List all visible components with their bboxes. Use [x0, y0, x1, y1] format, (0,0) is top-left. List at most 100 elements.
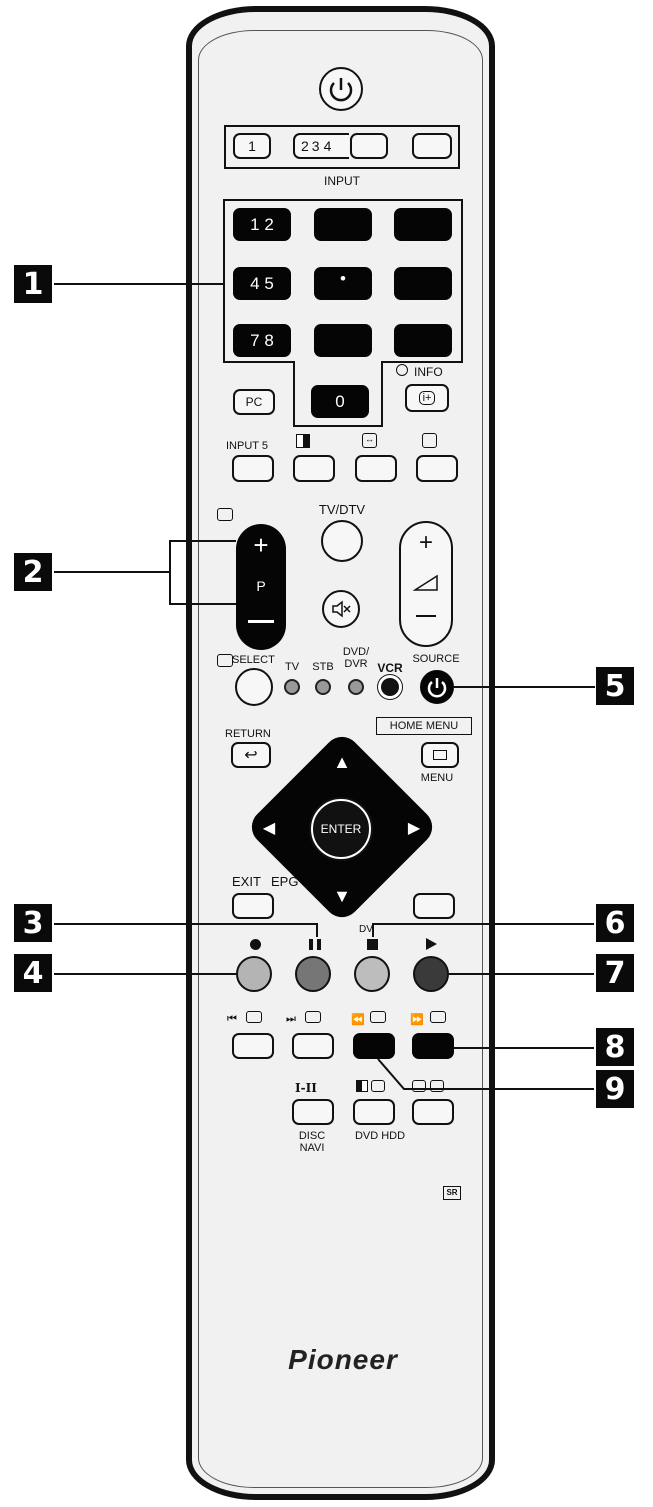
record-icon: [250, 939, 261, 950]
power-button[interactable]: [319, 67, 363, 111]
size-icon-2: [430, 1080, 444, 1092]
rewind-button[interactable]: [353, 1033, 395, 1059]
callout-6-leader-v: [372, 923, 374, 937]
number-key-4[interactable]: [394, 208, 452, 241]
dvd-dvr-indicator: [348, 679, 364, 695]
tv-dtv-button[interactable]: [321, 520, 363, 562]
callout-6: 6: [596, 904, 634, 942]
epg-label: EPG: [271, 874, 299, 889]
screen-in-screen-icon: [422, 433, 437, 448]
home-menu-button[interactable]: [421, 742, 459, 768]
remote-body-inner-outline: [198, 30, 483, 1488]
callout-4-leader: [54, 973, 236, 975]
number-key-1-2[interactable]: 1 2: [233, 208, 291, 241]
channel-down-minus[interactable]: [248, 620, 274, 623]
input5-label: INPUT 5: [226, 440, 268, 452]
input-label: INPUT: [324, 174, 360, 188]
freeze-button[interactable]: [416, 455, 458, 482]
number-key-9[interactable]: [314, 324, 372, 357]
number-key-3[interactable]: [314, 208, 372, 241]
disc-navi-label: DISC NAVI: [298, 1130, 326, 1154]
vcr-indicator-lit: [381, 678, 399, 696]
number-key-10[interactable]: [394, 324, 452, 357]
callout-3-leader-v: [316, 923, 318, 937]
select-button[interactable]: [235, 668, 273, 706]
channel-rocker[interactable]: + P: [236, 524, 286, 650]
volume-down-minus[interactable]: [416, 615, 436, 617]
input-2-label: 2: [301, 138, 309, 154]
home-menu-frame: [376, 717, 472, 735]
stb-label: STB: [312, 661, 334, 673]
return-button[interactable]: ↩: [231, 742, 271, 768]
number-key-0[interactable]: 0: [311, 385, 369, 418]
volume-up-plus[interactable]: +: [418, 529, 433, 556]
hold-icon: [371, 1080, 385, 1092]
volume-rocker[interactable]: +: [399, 521, 453, 647]
display-mode-button[interactable]: [293, 455, 335, 482]
teletext-info-icon: [370, 1011, 386, 1023]
channel-up-plus[interactable]: +: [253, 530, 269, 560]
info-icon: i+: [418, 391, 436, 405]
audio-i-ii-label: I-II: [295, 1081, 317, 1095]
half-screen-icon: [356, 1080, 368, 1092]
exit-label: EXIT: [232, 874, 261, 889]
number-keypad-outline: [54, 199, 463, 427]
rewind-icon: ⏪: [351, 1014, 365, 1026]
skip-back-button[interactable]: [232, 1033, 274, 1059]
input-button-panel: [224, 125, 460, 169]
dpad-left-arrow[interactable]: ◀: [262, 820, 276, 837]
disc-navi-button[interactable]: [292, 1099, 334, 1125]
number-key-4-5[interactable]: 4 5: [233, 267, 291, 300]
source-power-button[interactable]: [420, 670, 454, 704]
dv-label: DV: [359, 924, 373, 935]
teletext-icon: [430, 1011, 446, 1023]
skip-forward-icon: ⏭: [286, 1013, 296, 1025]
input-3-label: 3: [311, 138, 320, 154]
pc-button[interactable]: PC: [233, 389, 275, 415]
dpad-down-arrow[interactable]: ▼: [333, 886, 351, 906]
callout-3: 3: [14, 904, 52, 942]
enter-label: ENTER: [320, 822, 362, 836]
enter-button[interactable]: ENTER: [311, 799, 371, 859]
input-2-button[interactable]: 2 3 4: [293, 133, 349, 159]
info-button[interactable]: i+: [405, 384, 449, 412]
yellow-stop-button[interactable]: [354, 956, 390, 992]
number-key-7-8[interactable]: 7 8: [233, 324, 291, 357]
input-4-button[interactable]: [412, 133, 452, 159]
callout-5: 5: [596, 667, 634, 705]
mute-icon: [332, 600, 351, 618]
hdd-button[interactable]: [412, 1099, 454, 1125]
red-record-button[interactable]: [236, 956, 272, 992]
dpad-up-arrow[interactable]: ▲: [333, 752, 351, 772]
fast-forward-button[interactable]: [412, 1033, 454, 1059]
source-power-icon: [427, 678, 447, 698]
arrows-square-icon: ↔: [362, 433, 377, 448]
half-square-icon: [296, 434, 310, 448]
menu-icon: [433, 750, 447, 760]
callout-2-leader: [54, 540, 236, 605]
dvd-dvr-label: DVD/ DVR: [342, 646, 370, 670]
number-key-6[interactable]: •: [314, 267, 372, 300]
dvd-hdd-label: DVD HDD: [354, 1130, 406, 1142]
mute-button[interactable]: [322, 590, 360, 628]
power-icon: [329, 78, 353, 102]
menu-label: MENU: [420, 772, 454, 784]
dvd-button[interactable]: [353, 1099, 395, 1125]
dpad-right-arrow[interactable]: ▶: [407, 820, 421, 837]
guide-right-button[interactable]: [413, 893, 455, 919]
blue-play-button[interactable]: [413, 956, 449, 992]
green-pause-button[interactable]: [295, 956, 331, 992]
skip-forward-button[interactable]: [292, 1033, 334, 1059]
screen-size-button[interactable]: [355, 455, 397, 482]
teletext-up-icon: [217, 508, 233, 521]
sr-logo: SR: [443, 1186, 461, 1200]
input5-button[interactable]: [232, 455, 274, 482]
pioneer-logo: Pioneer: [288, 1344, 398, 1375]
input-3-button[interactable]: [350, 133, 388, 159]
number-key-7[interactable]: [394, 267, 452, 300]
return-icon: ↩: [244, 747, 258, 764]
exit-button[interactable]: [232, 893, 274, 919]
stb-indicator: [315, 679, 331, 695]
input-1-button[interactable]: 1: [233, 133, 271, 159]
subtitle-icon: [246, 1011, 262, 1023]
